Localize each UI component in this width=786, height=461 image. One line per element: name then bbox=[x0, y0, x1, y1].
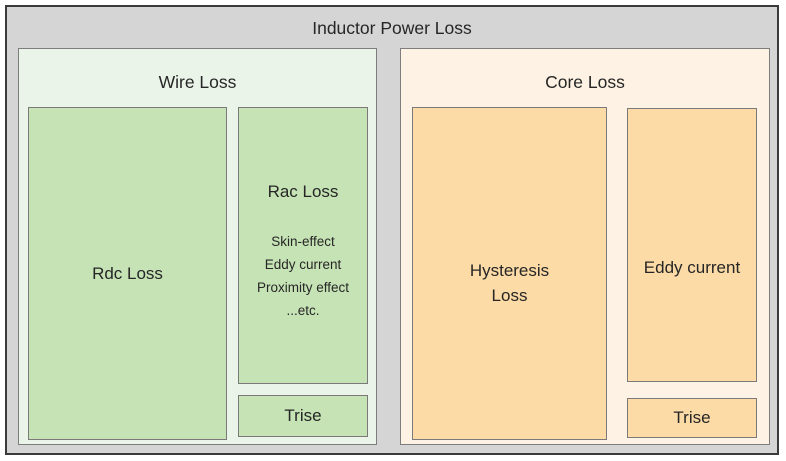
hysteresis-loss-box: Hysteresis Loss bbox=[412, 107, 607, 440]
rac-detail-proximity-effect: Proximity effect bbox=[256, 280, 350, 295]
trise-box-core: Trise bbox=[627, 398, 757, 438]
diagram-title: Inductor Power Loss bbox=[312, 18, 472, 38]
rdc-loss-label: Rdc Loss bbox=[92, 263, 163, 283]
rac-detail-skin-effect: Skin-effect bbox=[271, 234, 335, 249]
rac-loss-label: Rac Loss bbox=[267, 182, 339, 201]
eddy-current-label: Eddy current bbox=[643, 258, 741, 277]
rac-loss-details: Skin-effect Eddy current Proximity effec… bbox=[257, 230, 349, 322]
core-loss-title: Core Loss bbox=[545, 72, 625, 92]
rac-detail-eddy-current: Eddy current bbox=[264, 257, 342, 272]
trise-box-wire: Trise bbox=[238, 395, 368, 437]
trise-core-label: Trise bbox=[673, 408, 711, 427]
rdc-loss-box: Rdc Loss bbox=[28, 107, 227, 440]
eddy-current-box: Eddy current bbox=[627, 108, 757, 382]
trise-wire-label: Trise bbox=[284, 406, 322, 425]
rac-loss-box: Rac Loss Skin-effect Eddy current Proxim… bbox=[238, 107, 368, 384]
rac-detail-etc: ...etc. bbox=[286, 303, 320, 318]
hysteresis-loss-label: Hysteresis Loss bbox=[469, 260, 550, 305]
wire-loss-title: Wire Loss bbox=[158, 72, 237, 92]
